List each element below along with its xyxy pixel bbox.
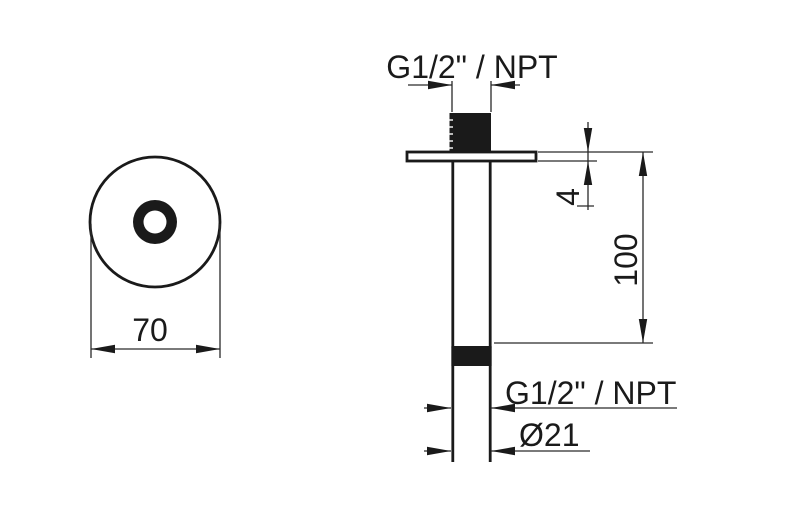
dimension-arm-length: 100 [494, 152, 653, 344]
dim-4-label: 4 [550, 188, 586, 206]
top-thread-label: G1/2" / NPT [386, 49, 557, 85]
bottom-thread-label: G1/2" / NPT [505, 375, 676, 411]
dim-70-label: 70 [132, 312, 168, 348]
arrowhead-right-icon [427, 403, 451, 413]
dimension-flange-diameter: 70 [90, 224, 221, 358]
dimension-top-thread: G1/2" / NPT [386, 49, 558, 112]
arrowhead-up-icon [583, 161, 593, 185]
thread-serration-marks [449, 119, 453, 149]
arm-bore-hole [143, 210, 167, 234]
dimension-outer-diameter: Ø21 [424, 417, 590, 456]
flange-front-view [88, 155, 222, 289]
arrowhead-left-icon [491, 80, 515, 90]
arrowhead-right-icon [196, 344, 220, 354]
ceiling-flange-plate [405, 150, 538, 163]
top-thread-stub [449, 113, 491, 152]
shower-arm-side-view [405, 113, 538, 462]
dim-diameter-label: Ø21 [519, 417, 579, 453]
arrowhead-right-icon [428, 80, 452, 90]
arrowhead-down-icon [583, 128, 593, 152]
arrowhead-right-icon [427, 446, 451, 456]
arrowhead-down-icon [638, 319, 648, 343]
dimension-bottom-thread: G1/2" / NPT [424, 375, 677, 413]
bottom-thread-band [451, 347, 492, 366]
dim-100-label: 100 [608, 233, 644, 286]
arrowhead-left-icon [91, 344, 115, 354]
arrowhead-left-icon [491, 446, 515, 456]
flange-outline-circle [88, 155, 222, 289]
arrowhead-up-icon [638, 152, 648, 176]
dimension-flange-thickness: 4 [538, 122, 653, 210]
arrowhead-left-icon [491, 403, 515, 413]
